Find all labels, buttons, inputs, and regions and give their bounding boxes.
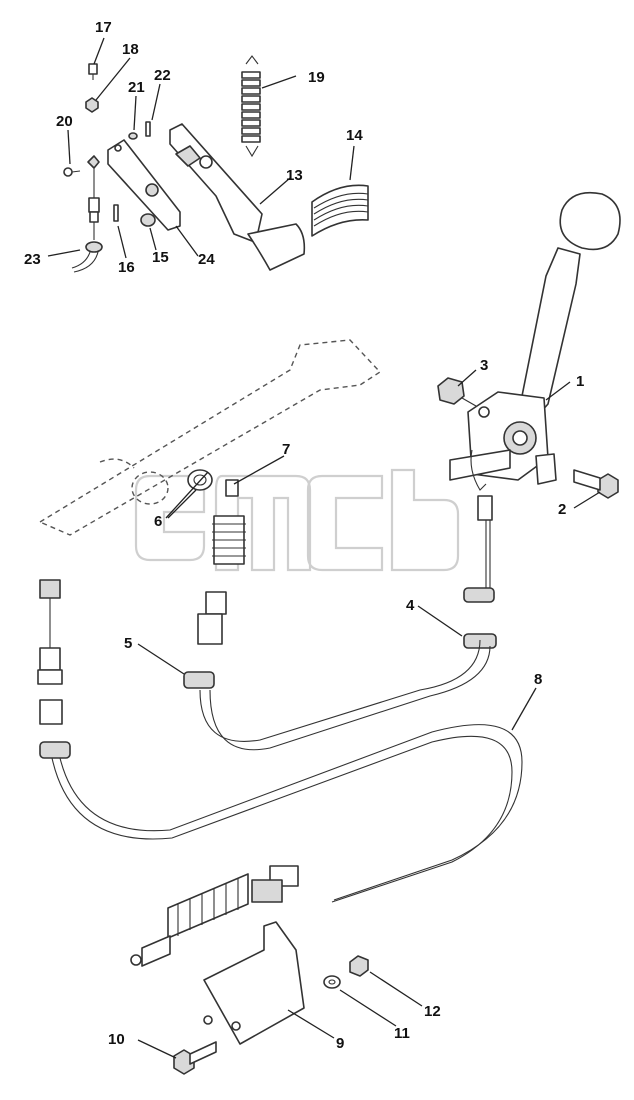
part-8-cable [51,639,523,903]
callout-15: 15 [152,249,169,266]
callout-17: 17 [95,19,112,36]
part-4-grommet [463,495,497,649]
watermark-logo [134,468,460,572]
callout-20: 20 [56,113,73,130]
part-23-clevis-rod [71,155,103,273]
cable-left-rod [37,579,71,759]
callout-24: 24 [198,251,215,268]
callout-1: 1 [576,373,584,390]
part-13-pedal-arm [169,123,306,271]
callout-labels: 17 18 22 21 19 20 14 13 23 16 15 24 3 1 … [24,19,584,1052]
part-1-shift-lever [449,191,621,491]
part-22-pin [145,121,151,137]
part-14-pedal-pad [311,184,369,237]
callout-23: 23 [24,251,41,268]
callout-21: 21 [128,79,145,96]
part-11-washer [323,975,341,989]
part-16-spring-pin [113,204,119,222]
part-5-grommet [183,671,215,689]
part-24-lever-bracket [107,139,181,231]
callout-9: 9 [336,1035,344,1052]
callout-4: 4 [406,597,415,614]
part-12-nut [349,955,369,977]
callout-18: 18 [122,41,139,58]
callout-10: 10 [108,1031,125,1048]
part-9-bracket [203,921,305,1045]
part-3-knob-nut [437,377,477,407]
callout-13: 13 [286,167,303,184]
callout-16: 16 [118,259,135,276]
callout-2: 2 [558,501,566,518]
part-10-bolt [173,1041,217,1075]
callout-5: 5 [124,635,132,652]
callout-7: 7 [282,441,290,458]
callout-14: 14 [346,127,363,144]
cable-lower-end [130,865,299,967]
part-19-spring [241,55,261,158]
part-2-bolt [573,469,619,499]
part-21-washer [128,132,138,140]
callout-22: 22 [154,67,171,84]
callout-12: 12 [424,1003,441,1020]
callout-8: 8 [534,671,542,688]
part-15-washer [140,213,156,227]
callout-11: 11 [394,1025,410,1042]
pedal-outline-ghost [38,339,382,536]
leader-lines [47,37,601,1059]
callout-19: 19 [308,69,325,86]
part-7-cable-end [197,479,246,645]
callout-6: 6 [154,513,162,530]
part-20-pin [63,167,81,177]
part-17-bolt [88,63,98,80]
callout-3: 3 [480,357,488,374]
part-18-nut [85,97,99,113]
